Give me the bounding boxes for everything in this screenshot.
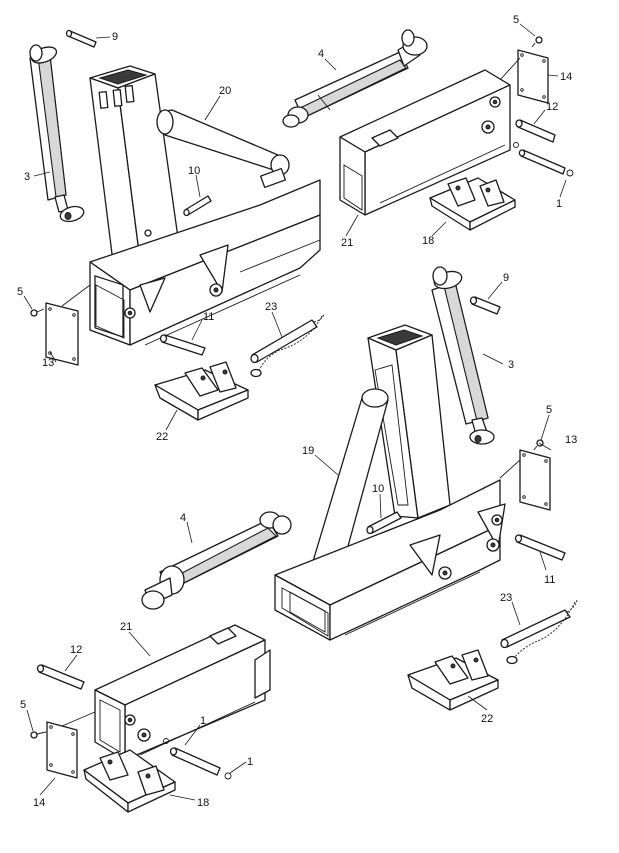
plate-14-bottom [46,711,96,779]
bolt-5-b [531,36,543,48]
pin-1-top [513,142,574,177]
pin-12-bottom [36,664,85,690]
callout-20: 20 [219,85,231,97]
bolt-5-d [30,731,47,739]
callout-23-top: 23 [265,301,277,313]
lynch-pin-23-top [250,313,325,378]
callout-labels: 9 3 20 10 5 13 11 23 22 4 5 14 12 1 21 1… [17,14,577,809]
callout-18-bottom: 18 [197,797,209,809]
callout-12-top: 12 [546,101,558,113]
plate-13-mid [499,449,551,511]
callout-21-top: 21 [341,237,353,249]
assembly-top-left [29,29,325,421]
pin-9-top [65,29,97,48]
hydraulic-cylinder-3-top [29,44,85,223]
callout-5-d: 5 [20,699,26,711]
callout-1-bottom: 1 [247,756,253,768]
box-frame-21-top [339,69,511,216]
callout-13-mid: 13 [565,434,577,446]
callout-5-a: 5 [17,286,23,298]
pin-10-mid [366,511,402,535]
pin-10-top [183,195,212,217]
callout-11-top: 11 [203,311,214,323]
callout-1-mid-bottom: 1 [200,715,206,727]
callout-9-mid: 9 [503,272,509,284]
callout-23-mid: 23 [500,592,512,604]
frame-19 [274,324,506,641]
callout-22-top: 22 [156,431,168,443]
pin-11-mid [514,534,566,561]
pin-9-mid [469,296,501,315]
mounting-bracket-22-mid [407,649,499,711]
callout-4-top: 4 [318,48,324,60]
callout-10-top: 10 [188,165,200,177]
hydraulic-cylinder-3-mid [431,266,495,445]
callout-10-mid: 10 [372,483,384,495]
lynch-pin-23-mid [500,599,578,665]
pin-1-bottom [163,738,232,780]
bracket-18-top [429,177,516,231]
callout-14-bottom: 14 [33,797,45,809]
box-frame-21-bottom [94,624,271,761]
callout-5-b: 5 [513,14,519,26]
bolt-5-a [30,308,45,317]
callout-21-bottom: 21 [120,621,132,633]
assembly-top-right [282,29,574,231]
frame-20 [89,65,321,346]
callout-18-top: 18 [422,235,434,247]
hydraulic-cylinder-4-top [282,29,428,128]
callout-11-mid: 11 [544,574,555,586]
callout-22-mid: 22 [481,713,493,725]
callout-19: 19 [302,445,314,457]
callout-3-mid: 3 [508,359,514,371]
callout-12-bottom: 12 [70,644,82,656]
pin-12-top [515,119,556,143]
assembly-middle-right [274,266,578,711]
callout-5-c: 5 [546,404,552,416]
hydraulic-cylinder-4-bottom [141,511,292,610]
callout-4-bottom: 4 [180,512,186,524]
plate-14-top [499,49,549,104]
assembly-bottom-left [30,511,292,813]
callout-14-top: 14 [560,71,572,83]
pin-11-top [159,334,206,356]
mounting-bracket-22-top [154,361,249,421]
callout-1-top: 1 [556,198,562,210]
bracket-18-bottom [83,749,176,813]
leader-lines [23,23,567,801]
plate-13-top [45,284,91,366]
callout-9-top: 9 [112,31,118,43]
callout-13-top: 13 [42,357,54,369]
callout-3-top: 3 [24,171,30,183]
